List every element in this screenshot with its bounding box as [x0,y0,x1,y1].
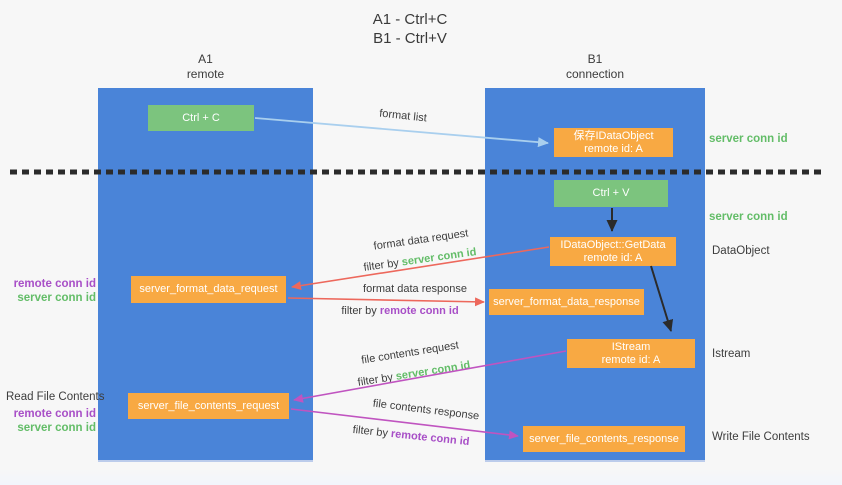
diagram-title: A1 - Ctrl+C B1 - Ctrl+V [320,10,500,48]
annotation-istream: Istream [712,348,751,360]
label-filter-by-remote-conn-id-2: filter by remote conn id [352,424,470,448]
annotation-remote-conn-id-bottom: remote conn id [13,408,96,420]
box-ctrl-c: Ctrl + C [148,105,254,131]
box-idataobject-getdata: IDataObject::GetData remote id: A [550,237,676,266]
arrow-format-data-response [287,297,485,307]
box-server-format-data-response: server_format_data_response [489,289,644,315]
box-save-idataobject: 保存IDataObject remote id: A [554,128,673,157]
lane-b1-role: connection [565,67,625,81]
filter-key-server-conn-id: server conn id [394,359,472,383]
file-response-label: server_file_contents_response [529,432,679,445]
label-format-data-response: format data response [363,283,467,295]
label-file-contents-response: file contents response [372,397,480,423]
ctrl-v-label: Ctrl + V [592,187,630,199]
getdata-line1: IDataObject::GetData [560,238,666,251]
file-request-label: server_file_contents_request [137,399,280,412]
title-line-2: B1 - Ctrl+V [373,30,447,47]
filter-prefix: filter by [362,257,400,274]
filter-prefix: filter by [341,305,377,317]
box-server-file-contents-response: server_file_contents_response [523,426,685,452]
box-server-file-contents-request: server_file_contents_request [128,393,289,419]
box-ctrl-v: Ctrl + V [554,180,668,207]
filter-key-remote-conn-id: remote conn id [390,427,470,449]
annotation-remote-conn-id-top: remote conn id [13,278,96,290]
save-idataobject-line2: remote id: A [584,142,643,155]
format-response-label: server_format_data_response [493,295,640,308]
lane-a1-name: A1 [198,52,213,66]
save-idataobject-line1: 保存IDataObject [573,129,654,142]
annotation-read-file-contents: Read File Contents [6,391,105,403]
annotation-server-conn-id-top: server conn id [709,133,788,145]
label-format-list: format list [378,107,428,125]
lane-b1-name: B1 [587,52,603,66]
lane-header-b1: B1 connection [485,52,705,82]
filter-key-remote-conn-id: remote conn id [379,305,459,317]
filter-prefix: filter by [356,371,394,389]
box-server-format-data-request: server_format_data_request [131,276,286,303]
box-istream: IStream remote id: A [567,339,695,368]
lane-header-a1: A1 remote [98,52,313,82]
annotation-server-conn-id-mid: server conn id [709,211,788,223]
format-request-label: server_format_data_request [139,283,278,295]
title-line-1: A1 - Ctrl+C [372,11,448,28]
istream-line1: IStream [611,340,651,353]
lane-a1-role: remote [186,67,225,81]
annotation-server-conn-id-left-bottom: server conn id [17,422,96,434]
annotation-write-file-contents: Write File Contents [712,431,810,443]
filter-key-server-conn-id: server conn id [401,246,478,269]
getdata-line2: remote id: A [583,251,643,264]
annotation-dataobject: DataObject [712,245,770,257]
annotation-server-conn-id-left-top: server conn id [17,292,96,304]
label-filter-by-remote-conn-id-1: filter by remote conn id [341,305,458,317]
filter-prefix: filter by [352,423,389,440]
ctrl-c-label: Ctrl + C [182,111,220,124]
istream-line2: remote id: A [601,353,661,366]
